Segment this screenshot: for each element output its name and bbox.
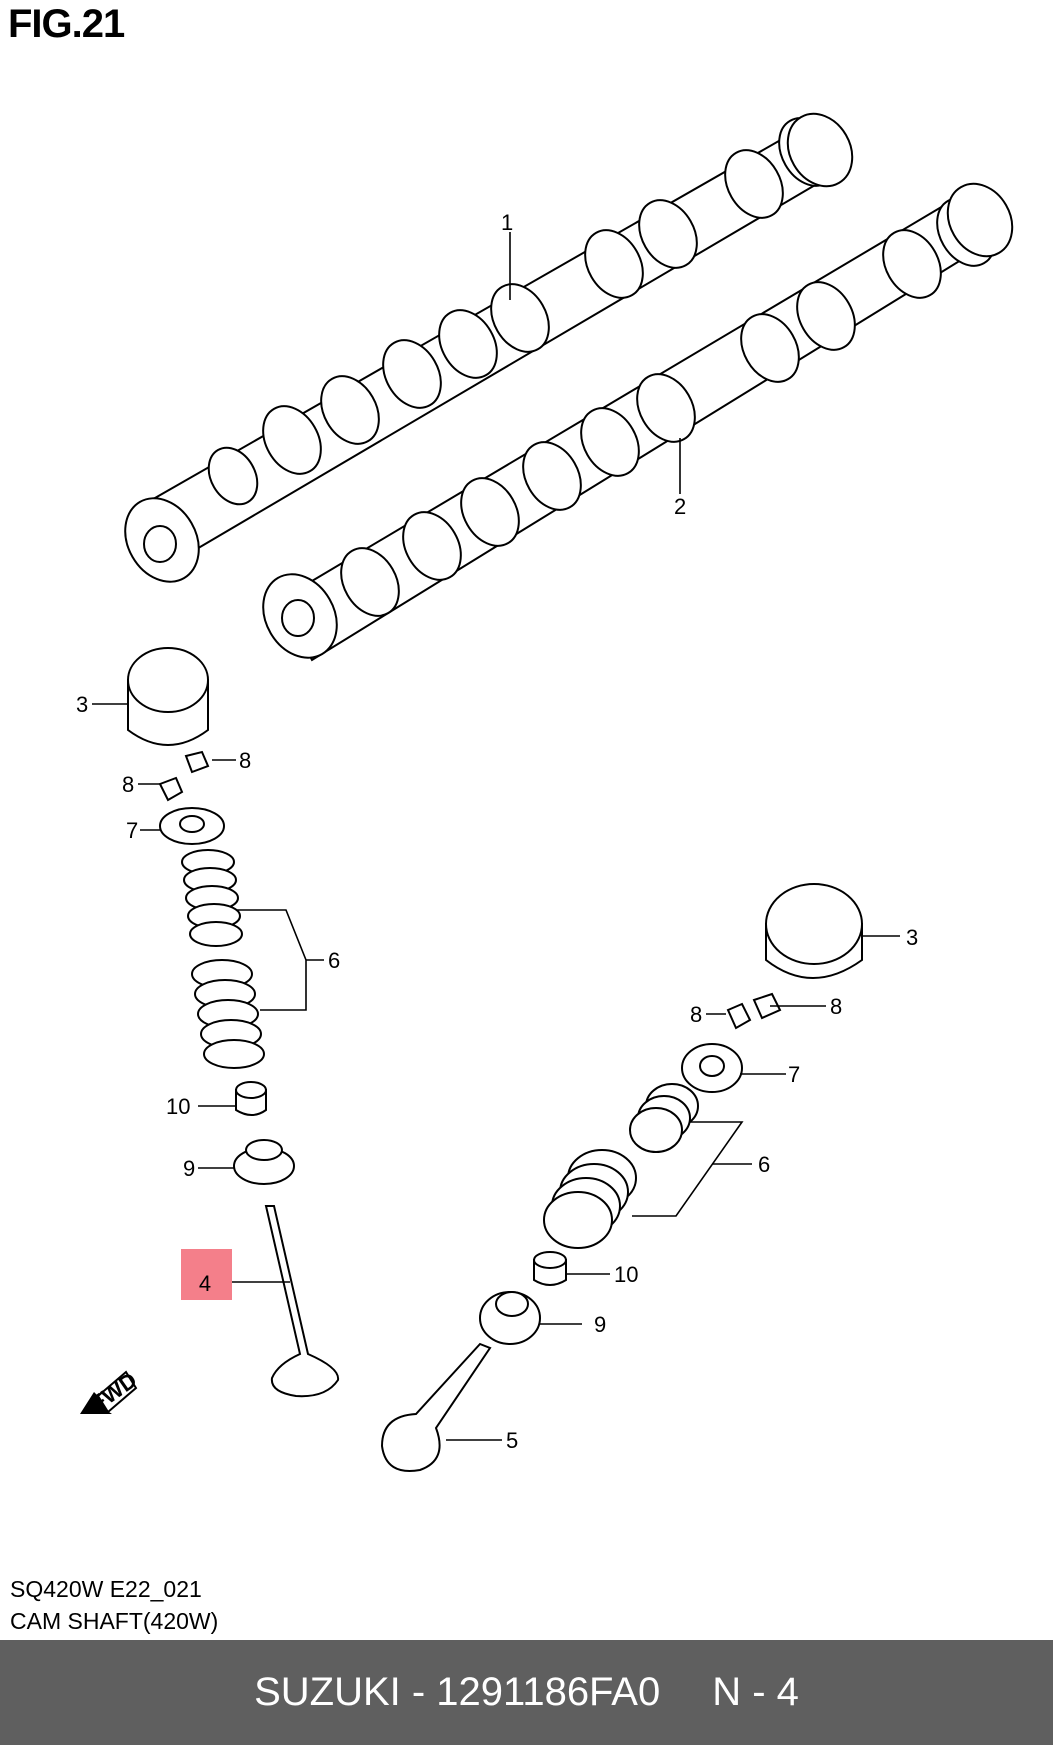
exploded-parts-diagram: FWD 1 2 3 8 8 7 6 10 9 4 3 8 8 7 6 10 9 …	[76, 112, 1014, 1472]
callout-10-left: 10	[166, 1094, 190, 1119]
callout-6-right: 6	[758, 1152, 770, 1177]
caption-title: CAM SHAFT(420W)	[10, 1608, 219, 1634]
callout-9-left: 9	[183, 1156, 195, 1181]
callout-6-left: 6	[328, 948, 340, 973]
caption-model-code: SQ420W E22_021	[10, 1576, 202, 1602]
callout-8-right-b: 8	[830, 994, 842, 1019]
callout-8-right-a: 8	[690, 1002, 702, 1027]
figure-title: FIG.21	[8, 2, 125, 46]
callout-3-right: 3	[906, 925, 918, 950]
callout-3-left: 3	[76, 692, 88, 717]
callout-8-left-a: 8	[239, 748, 251, 773]
callout-2: 2	[674, 494, 686, 519]
highlight-box	[181, 1249, 232, 1300]
callout-10-right: 10	[614, 1262, 638, 1287]
callout-9-right: 9	[594, 1312, 606, 1337]
footer-page: N - 4	[712, 1670, 799, 1714]
footer-part-number: SUZUKI - 1291186FA0	[254, 1670, 661, 1714]
camshaft-intake	[124, 112, 854, 583]
left-valve-assembly	[92, 647, 340, 1398]
fwd-label: FWD	[86, 1367, 141, 1416]
callout-5: 5	[506, 1428, 518, 1453]
callout-1: 1	[501, 210, 513, 235]
fwd-arrow-icon: FWD	[80, 1367, 141, 1416]
callout-7-left: 7	[126, 818, 138, 843]
camshaft-exhaust	[262, 182, 1014, 662]
callout-8-left-b: 8	[122, 772, 134, 797]
footer-bar: SUZUKI - 1291186FA0 N - 4	[0, 1640, 1053, 1745]
callout-4: 4	[199, 1271, 211, 1296]
right-valve-assembly	[380, 883, 900, 1472]
callout-7-right: 7	[788, 1062, 800, 1087]
